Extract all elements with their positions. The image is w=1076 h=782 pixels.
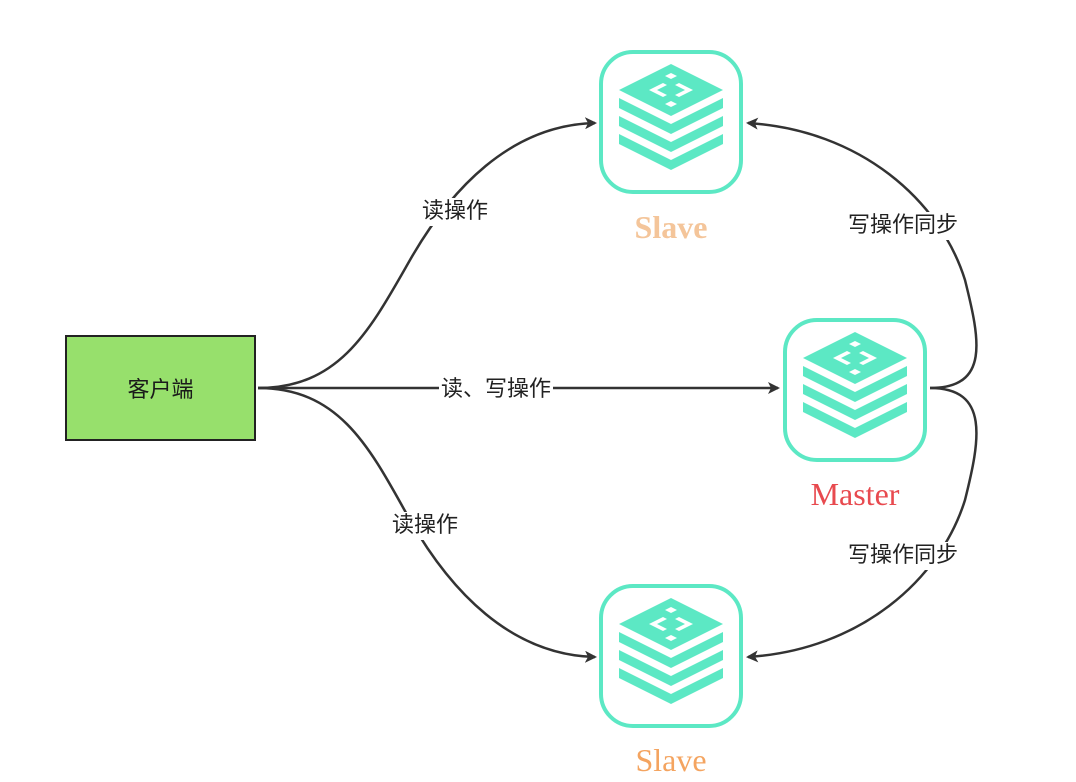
client-box: 客户端	[65, 335, 256, 441]
slave-top-label: Slave	[634, 209, 708, 245]
edge-label-client-to-slave-top: 读操作	[420, 198, 491, 226]
edge-label-client-to-slave-bottom: 读操作	[390, 512, 461, 540]
master-redis-icon	[783, 318, 927, 462]
slave-bottom-redis-icon	[599, 584, 743, 728]
client-label: 客户端	[127, 378, 194, 403]
edge-label-master-to-slave-bottom: 写操作同步	[846, 542, 961, 570]
edge-label-master-to-slave-top: 写操作同步	[846, 212, 961, 240]
slave-bottom-label: Slave	[635, 742, 707, 778]
edge-label-client-to-master: 读、写操作	[439, 376, 554, 404]
master-label: Master	[810, 476, 900, 512]
edge-client-to-slave-top	[257, 117, 597, 390]
edge-master-to-slave-bottom	[746, 386, 978, 663]
slave-top-redis-icon	[599, 50, 743, 194]
edge-master-to-slave-top	[746, 117, 978, 390]
